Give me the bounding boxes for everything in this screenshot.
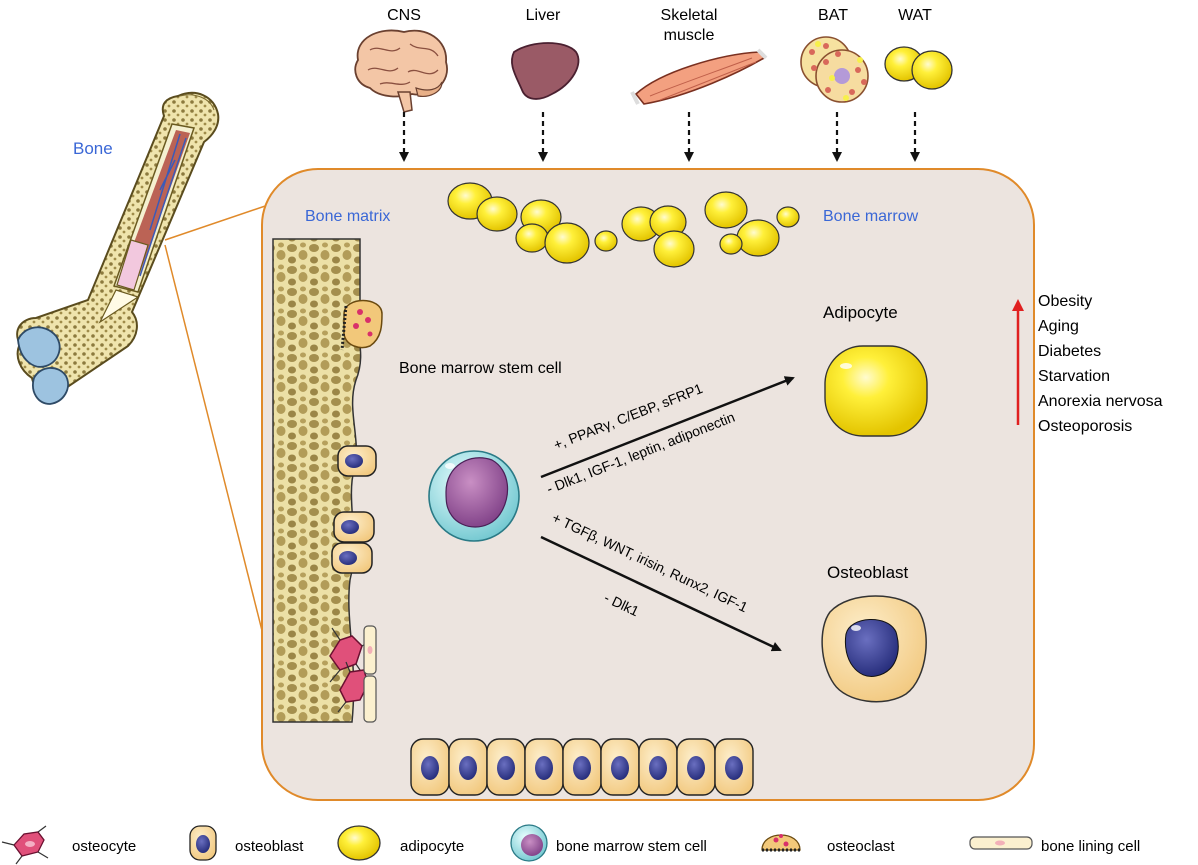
- condition-item: Diabetes: [1038, 343, 1101, 360]
- legend-label: adipocyte: [400, 838, 464, 855]
- condition-item: Osteoporosis: [1038, 418, 1132, 435]
- bone-icon: [16, 91, 220, 405]
- osteoblast-label: Osteoblast: [827, 563, 909, 582]
- muscle-icon: [630, 48, 768, 105]
- legend-label: osteoblast: [235, 838, 304, 855]
- osteocyte-icon: [1, 825, 49, 865]
- legend-osteoblast: osteoblast: [189, 825, 304, 861]
- bone-marrow-stem-cell: [428, 450, 520, 542]
- legend: osteocyte osteoblast adipocyte bone marr…: [1, 824, 1140, 865]
- white-fat-icon: [884, 46, 953, 90]
- organ-label: BAT: [818, 7, 848, 24]
- bone-lining-cells: [363, 625, 377, 723]
- brain-icon: [354, 29, 448, 113]
- legend-adipocyte: adipocyte: [337, 825, 464, 861]
- marrow-adipocytes: [447, 182, 800, 268]
- legend-label: osteocyte: [72, 838, 136, 855]
- condition-item: Obesity: [1038, 293, 1092, 310]
- organ-label: Liver: [526, 7, 561, 24]
- organ-signal-arrows: [399, 112, 920, 162]
- osteoblast-cells-matrix: [331, 445, 377, 574]
- legend-osteoclast: osteoclast: [761, 834, 895, 855]
- bone-lining-cell-icon: [969, 836, 1033, 850]
- condition-item: Anorexia nervosa: [1038, 393, 1163, 410]
- organs-row: CNS Liver Skeletal muscle BAT: [354, 7, 953, 113]
- organ-bat: BAT: [800, 7, 869, 103]
- legend-osteocyte: osteocyte: [1, 825, 136, 865]
- organ-wat: WAT: [884, 7, 953, 90]
- osteoblast-icon: [189, 825, 217, 861]
- arrow-to-adipocyte: [540, 376, 795, 479]
- organ-liver: Liver: [510, 7, 580, 100]
- brown-fat-icon: [800, 36, 869, 103]
- adipocyte-icon: [337, 825, 381, 861]
- legend-label: osteoclast: [827, 838, 895, 855]
- bone-marrow-label: Bone marrow: [823, 208, 919, 225]
- osteoblast-cell: [821, 595, 927, 703]
- osteoclast-icon: [761, 834, 801, 852]
- legend-stem-cell: bone marrow stem cell: [510, 824, 707, 862]
- bone-label: Bone: [73, 139, 113, 158]
- legend-label: bone lining cell: [1041, 838, 1140, 855]
- legend-label: bone marrow stem cell: [556, 838, 707, 855]
- stem-cell-label: Bone marrow stem cell: [399, 360, 562, 377]
- condition-item: Aging: [1038, 318, 1079, 335]
- adipocyte-label: Adipocyte: [823, 303, 898, 322]
- arrow-to-osteoblast: [540, 535, 782, 652]
- organ-cns: CNS: [354, 7, 448, 113]
- osteocyte-cells: [329, 627, 377, 713]
- bone-marrow-box: [261, 168, 1035, 801]
- liver-icon: [510, 42, 580, 100]
- condition-item: Starvation: [1038, 368, 1110, 385]
- adipocyte-cell: [824, 345, 928, 437]
- organ-label: WAT: [898, 7, 932, 24]
- bone-matrix-label: Bone matrix: [305, 208, 390, 225]
- osteoclast-cell: [340, 299, 383, 351]
- organ-skeletal-muscle: Skeletal muscle: [630, 7, 768, 105]
- stem-cell-icon: [510, 824, 548, 862]
- organ-label: CNS: [387, 7, 421, 24]
- conditions-list: Obesity Aging Diabetes Starvation Anorex…: [1038, 293, 1163, 435]
- organ-label-line1: Skeletal: [661, 7, 718, 24]
- osteoblast-row: [410, 738, 754, 796]
- legend-bone-lining-cell: bone lining cell: [969, 836, 1140, 855]
- organ-label-line2: muscle: [664, 27, 715, 44]
